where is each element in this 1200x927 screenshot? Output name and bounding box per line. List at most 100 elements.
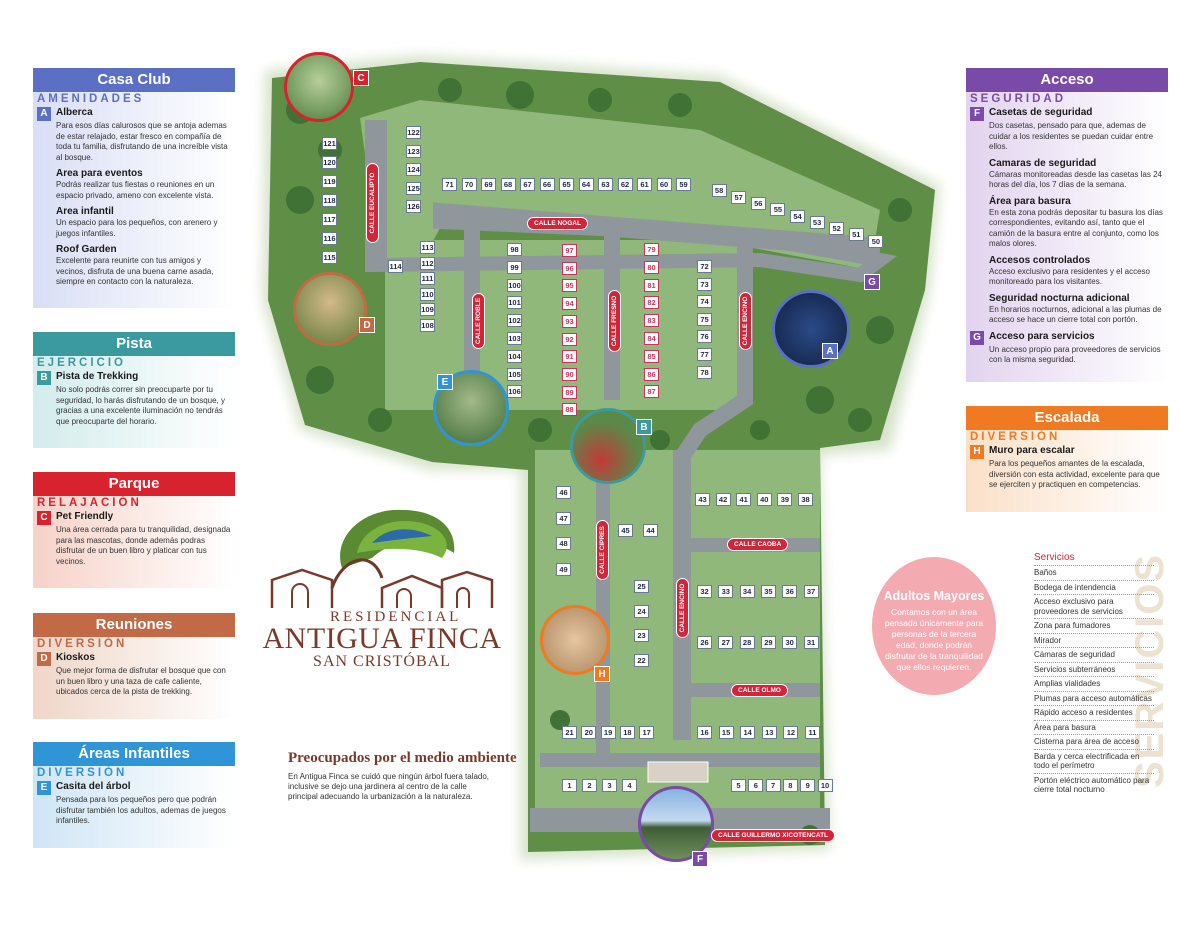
lot-number[interactable]: 5 <box>731 779 746 792</box>
lot-number[interactable]: 10 <box>817 779 833 792</box>
lot-number[interactable]: 105 <box>507 367 522 381</box>
lot-number[interactable]: 30 <box>782 636 798 649</box>
lot-number[interactable]: 103 <box>507 332 522 345</box>
lot-number[interactable]: 83 <box>644 314 659 328</box>
lot-number[interactable]: 4 <box>622 779 637 792</box>
marker-e[interactable]: E <box>437 374 453 390</box>
lot-number[interactable]: 94 <box>562 297 577 311</box>
lot-number[interactable]: 22 <box>634 653 649 667</box>
lot-number[interactable]: 2 <box>582 779 597 792</box>
lot-number[interactable]: 65 <box>559 178 574 191</box>
lot-number[interactable]: 93 <box>562 314 577 328</box>
lot-number[interactable]: 61 <box>637 178 652 191</box>
lot-number[interactable]: 106 <box>507 385 522 399</box>
photo-entrance[interactable] <box>638 786 714 862</box>
lot-number[interactable]: 27 <box>718 636 734 649</box>
lot-number[interactable]: 57 <box>731 190 747 204</box>
lot-number[interactable]: 126 <box>406 200 421 213</box>
lot-number[interactable]: 42 <box>715 493 731 506</box>
lot-number[interactable]: 114 <box>388 260 403 273</box>
lot-number[interactable]: 75 <box>697 312 712 326</box>
lot-number[interactable]: 60 <box>656 178 672 191</box>
lot-number[interactable]: 19 <box>600 726 616 739</box>
lot-number[interactable]: 81 <box>644 278 659 292</box>
lot-number[interactable]: 16 <box>697 726 712 739</box>
lot-number[interactable]: 59 <box>676 178 691 191</box>
marker-a[interactable]: A <box>822 343 838 359</box>
photo-pool[interactable] <box>772 290 850 368</box>
lot-number[interactable]: 88 <box>562 403 577 417</box>
lot-number[interactable]: 26 <box>697 636 712 649</box>
lot-number[interactable]: 37 <box>803 585 819 598</box>
lot-number[interactable]: 53 <box>809 215 825 229</box>
lot-number[interactable]: 54 <box>790 209 805 223</box>
lot-number[interactable]: 43 <box>695 493 710 506</box>
marker-d[interactable]: D <box>359 317 375 333</box>
lot-number[interactable]: 76 <box>697 330 712 344</box>
lot-number[interactable]: 99 <box>507 260 522 274</box>
lot-number[interactable]: 115 <box>322 251 337 264</box>
lot-number[interactable]: 95 <box>562 279 577 293</box>
lot-number[interactable]: 13 <box>761 726 777 739</box>
lot-number[interactable]: 92 <box>562 332 577 346</box>
lot-number[interactable]: 79 <box>644 243 659 256</box>
photo-kiosk[interactable] <box>293 272 367 346</box>
lot-number[interactable]: 69 <box>481 178 496 191</box>
lot-number[interactable]: 52 <box>829 222 845 236</box>
lot-number[interactable]: 110 <box>420 287 435 301</box>
lot-number[interactable]: 18 <box>619 726 635 739</box>
lot-number[interactable]: 80 <box>644 260 659 274</box>
lot-number[interactable]: 104 <box>507 349 522 363</box>
lot-number[interactable]: 84 <box>644 332 659 345</box>
lot-number[interactable]: 67 <box>520 178 535 191</box>
lot-number[interactable]: 8 <box>782 779 798 792</box>
lot-number[interactable]: 89 <box>562 385 577 399</box>
lot-number[interactable]: 117 <box>322 213 337 226</box>
lot-number[interactable]: 28 <box>739 636 755 649</box>
marker-g[interactable]: G <box>864 274 880 290</box>
lot-number[interactable]: 70 <box>461 178 477 191</box>
lot-number[interactable]: 82 <box>644 296 659 310</box>
marker-f[interactable]: F <box>692 851 708 867</box>
lot-number[interactable]: 85 <box>644 349 659 363</box>
marker-c[interactable]: C <box>353 70 369 86</box>
lot-number[interactable]: 98 <box>507 243 522 256</box>
marker-b[interactable]: B <box>636 419 652 435</box>
lot-number[interactable]: 50 <box>868 234 884 248</box>
lot-number[interactable]: 77 <box>697 348 712 361</box>
lot-number[interactable]: 48 <box>556 537 571 550</box>
lot-number[interactable]: 47 <box>556 511 571 525</box>
lot-number[interactable]: 116 <box>322 232 337 245</box>
lot-number[interactable]: 6 <box>748 779 764 792</box>
lot-number[interactable]: 34 <box>739 585 755 598</box>
lot-number[interactable]: 55 <box>770 203 786 217</box>
lot-number[interactable]: 101 <box>507 296 522 310</box>
lot-number[interactable]: 112 <box>420 256 435 270</box>
lot-number[interactable]: 97 <box>562 244 577 257</box>
lot-number[interactable]: 7 <box>765 779 781 792</box>
lot-number[interactable]: 120 <box>322 156 337 169</box>
photo-climbing-wall[interactable] <box>540 605 610 675</box>
lot-number[interactable]: 124 <box>406 163 421 176</box>
lot-number[interactable]: 51 <box>848 228 864 242</box>
lot-number[interactable]: 123 <box>406 144 421 158</box>
lot-number[interactable]: 122 <box>406 126 421 139</box>
lot-number[interactable]: 58 <box>711 184 727 198</box>
lot-number[interactable]: 91 <box>562 350 577 364</box>
lot-number[interactable]: 66 <box>539 178 555 191</box>
lot-number[interactable]: 121 <box>322 137 337 150</box>
lot-number[interactable]: 87 <box>644 385 659 399</box>
lot-number[interactable]: 71 <box>442 178 457 191</box>
lot-number[interactable]: 38 <box>798 493 813 506</box>
lot-number[interactable]: 29 <box>760 636 776 649</box>
lot-number[interactable]: 111 <box>420 272 435 285</box>
lot-number[interactable]: 9 <box>800 779 816 792</box>
lot-number[interactable]: 3 <box>602 779 617 792</box>
lot-number[interactable]: 64 <box>578 178 594 191</box>
lot-number[interactable]: 44 <box>643 524 658 537</box>
lot-number[interactable]: 96 <box>562 261 577 275</box>
lot-number[interactable]: 63 <box>598 178 613 191</box>
lot-number[interactable]: 33 <box>718 585 734 598</box>
lot-number[interactable]: 11 <box>805 726 820 739</box>
lot-number[interactable]: 32 <box>697 585 712 598</box>
